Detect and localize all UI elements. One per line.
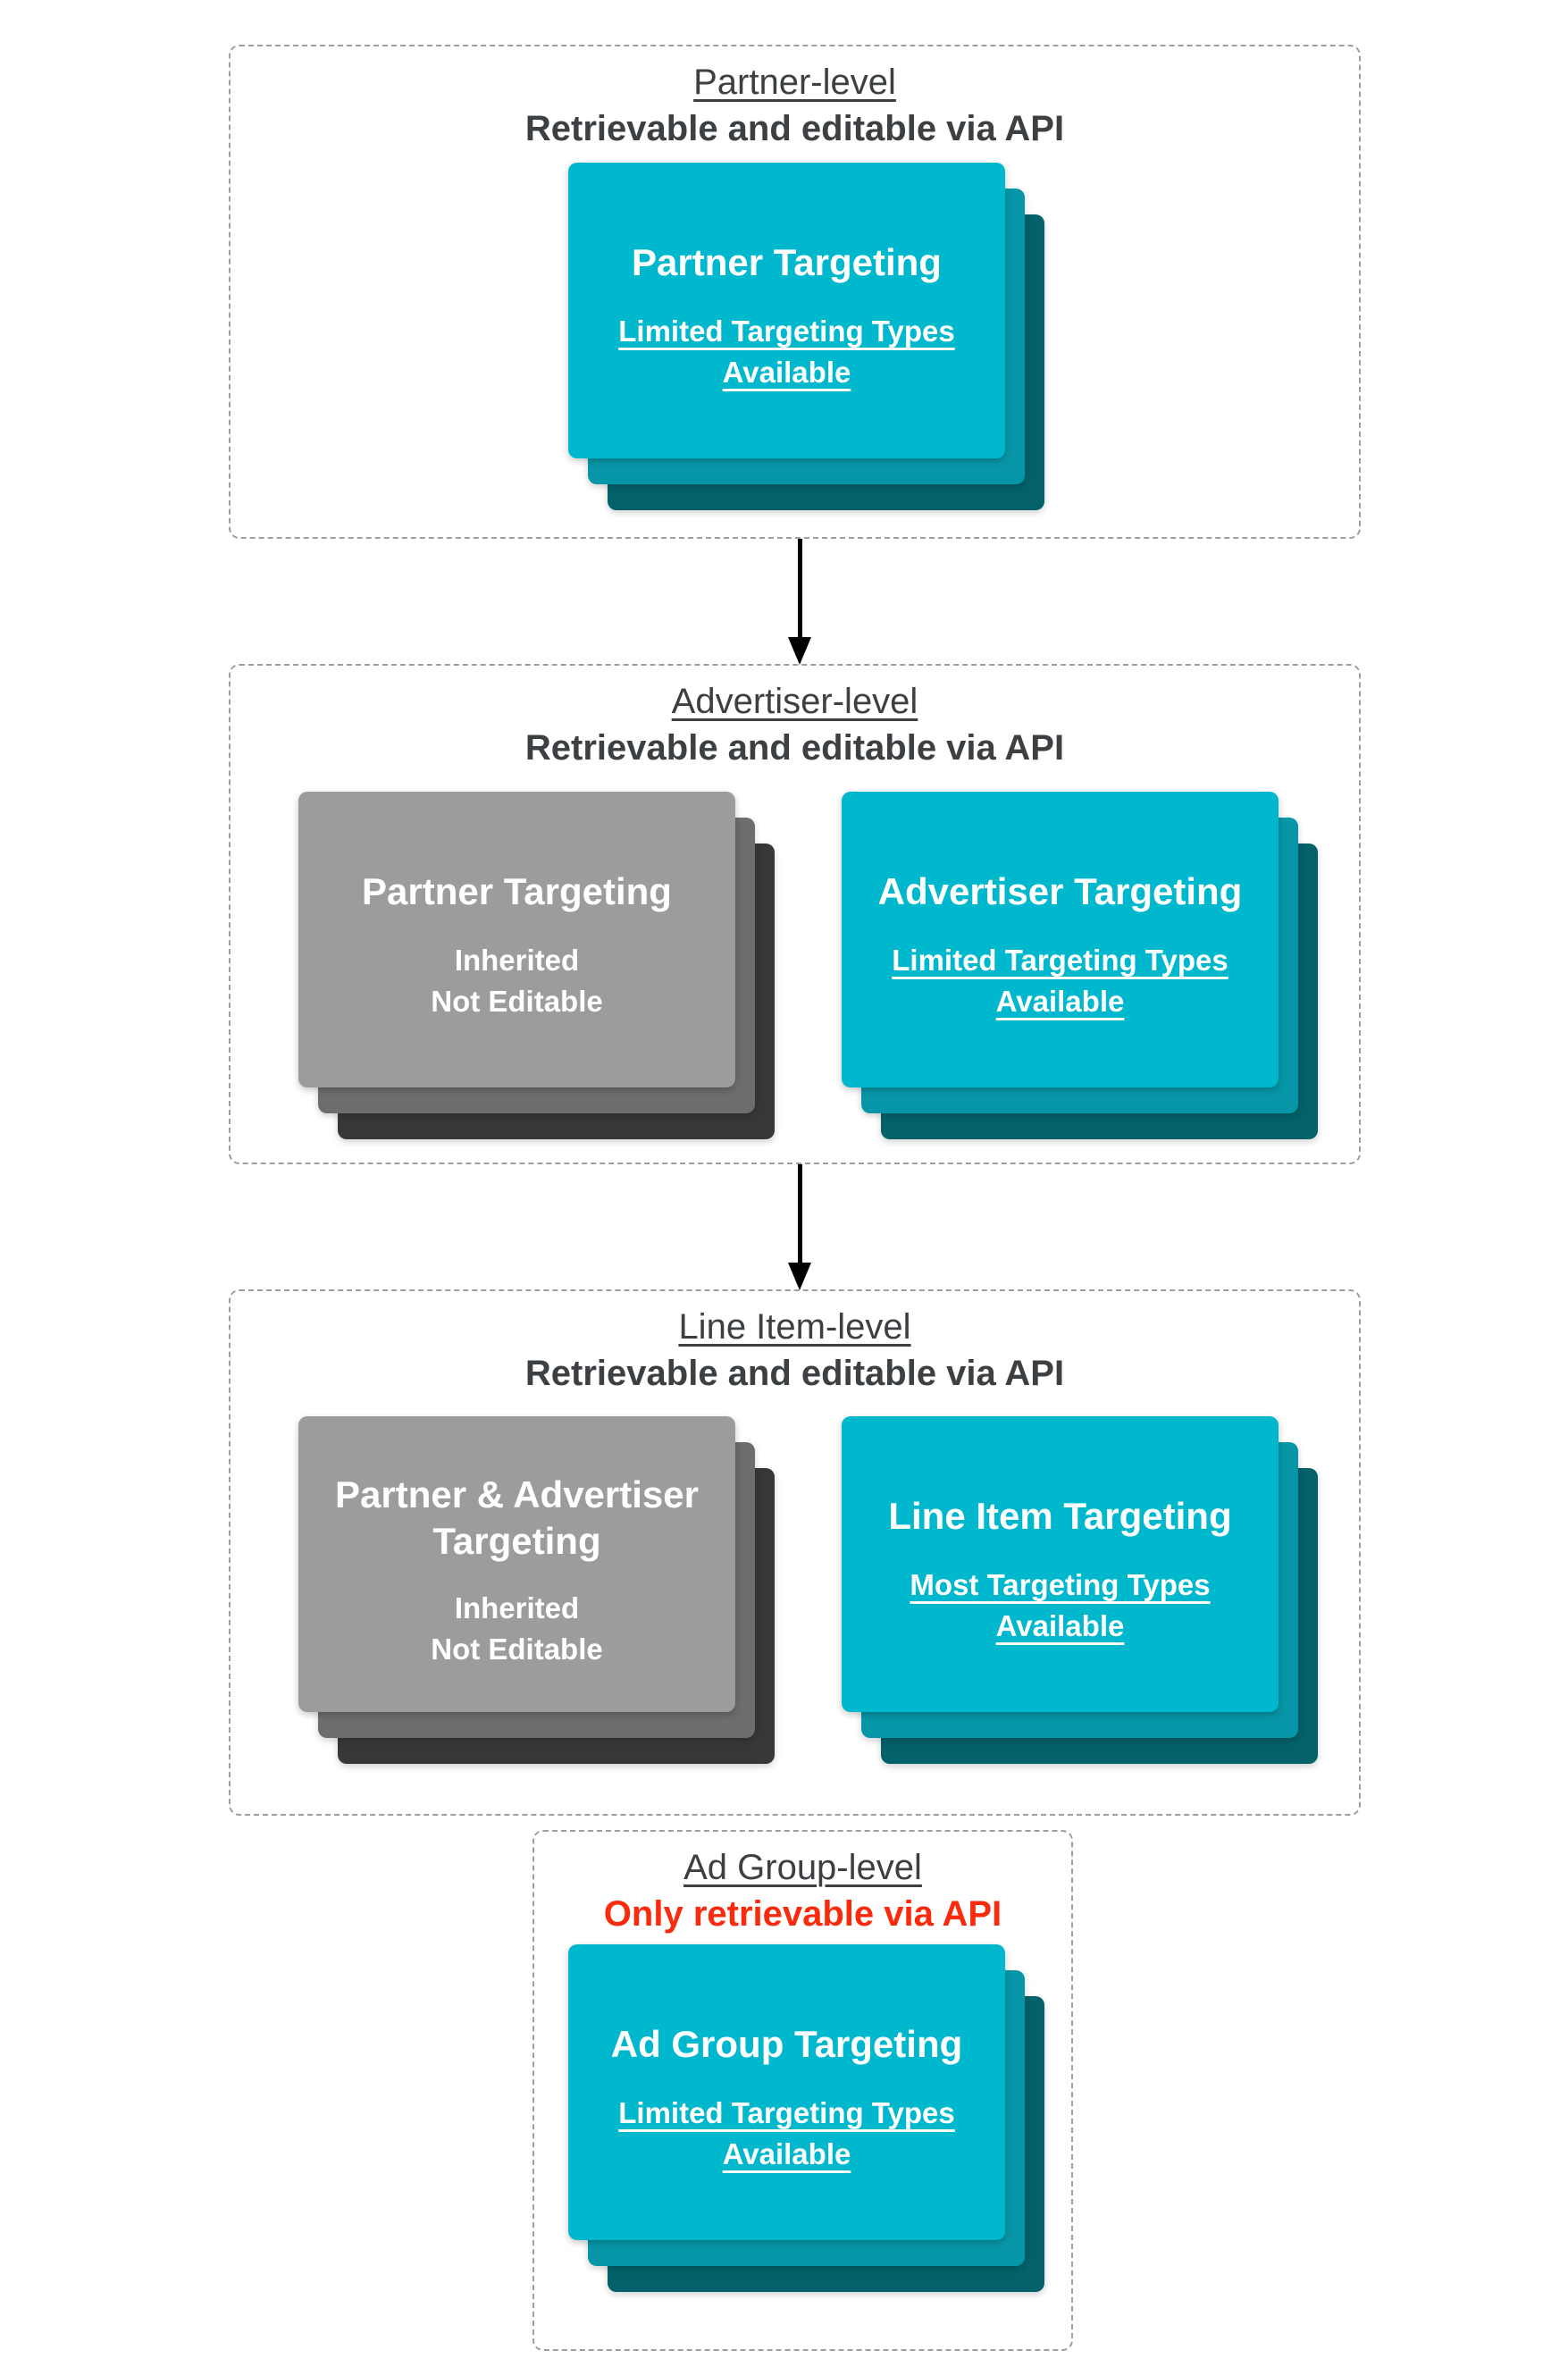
- section-title: Partner-level: [693, 63, 896, 102]
- arrow-head: [788, 637, 811, 665]
- card-title: Ad Group Targeting: [568, 2021, 1005, 2068]
- arrow-line: [797, 539, 802, 639]
- advertiser-level-section: Advertiser-level Retrievable and editabl…: [229, 664, 1361, 1164]
- card-stack: Line Item Targeting Most Targeting Types…: [842, 1416, 1318, 1764]
- arrow-head: [788, 1263, 811, 1290]
- card-subtitle: Most Targeting Types Available: [842, 1565, 1279, 1647]
- card-title-line: Line Item Targeting: [888, 1495, 1232, 1537]
- card-subtitle-line: Most Targeting Types: [910, 1568, 1211, 1601]
- section-subtitle: Retrievable and editable via API: [524, 109, 1065, 148]
- partner-targeting-card: Partner Targeting Limited Targeting Type…: [568, 163, 1005, 458]
- card-subtitle-line: Available: [995, 985, 1125, 1018]
- card-stack: Partner & Advertiser Targeting Inherited…: [298, 1416, 775, 1764]
- card-subtitle-line: Inherited: [454, 1591, 580, 1624]
- card-title: Partner & Advertiser Targeting: [298, 1472, 735, 1565]
- inherited-partner-advertiser-targeting-card: Partner & Advertiser Targeting Inherited…: [298, 1416, 735, 1712]
- card-title: Partner Targeting: [568, 239, 1005, 286]
- arrow-line: [797, 1164, 802, 1264]
- card-title: Line Item Targeting: [842, 1493, 1279, 1540]
- partner-level-section: Partner-level Retrievable and editable v…: [229, 45, 1361, 539]
- card-subtitle: Inherited Not Editable: [298, 940, 735, 1022]
- line-item-level-section: Line Item-level Retrievable and editable…: [229, 1289, 1361, 1816]
- section-subtitle: Retrievable and editable via API: [524, 728, 1065, 768]
- card-subtitle-line: Limited Targeting Types: [892, 944, 1228, 977]
- card-title-line: Targeting: [432, 1520, 601, 1562]
- card-stack: Partner Targeting Inherited Not Editable: [298, 792, 775, 1139]
- card-subtitle-line: Not Editable: [431, 985, 603, 1018]
- card-subtitle: Inherited Not Editable: [298, 1588, 735, 1670]
- section-subtitle: Retrievable and editable via API: [524, 1354, 1065, 1393]
- section-title: Line Item-level: [678, 1307, 911, 1347]
- card-subtitle: Limited Targeting Types Available: [842, 940, 1279, 1022]
- ad-group-level-section: Ad Group-level Only retrievable via API …: [532, 1830, 1073, 2351]
- card-title-line: Partner & Advertiser: [335, 1473, 699, 1515]
- card-subtitle-line: Limited Targeting Types: [618, 315, 955, 348]
- card-subtitle-line: Available: [722, 2137, 851, 2170]
- line-item-targeting-card: Line Item Targeting Most Targeting Types…: [842, 1416, 1279, 1712]
- section-subtitle: Only retrievable via API: [603, 1894, 1002, 1934]
- card-stack: Ad Group Targeting Limited Targeting Typ…: [568, 1944, 1044, 2292]
- card-title-line: Partner Targeting: [362, 870, 672, 912]
- card-subtitle-line: Limited Targeting Types: [618, 2096, 955, 2129]
- card-subtitle-line: Available: [722, 356, 851, 389]
- advertiser-targeting-card: Advertiser Targeting Limited Targeting T…: [842, 792, 1279, 1087]
- section-title: Ad Group-level: [683, 1848, 922, 1887]
- card-title: Advertiser Targeting: [842, 869, 1279, 915]
- ad-group-targeting-card: Ad Group Targeting Limited Targeting Typ…: [568, 1944, 1005, 2240]
- card-title-line: Ad Group Targeting: [610, 2023, 963, 2065]
- section-title: Advertiser-level: [671, 682, 918, 721]
- card-subtitle-line: Inherited: [454, 944, 580, 977]
- card-subtitle: Limited Targeting Types Available: [568, 311, 1005, 393]
- card-subtitle: Limited Targeting Types Available: [568, 2093, 1005, 2175]
- card-title: Partner Targeting: [298, 869, 735, 915]
- card-stack: Advertiser Targeting Limited Targeting T…: [842, 792, 1318, 1139]
- card-stack: Partner Targeting Limited Targeting Type…: [568, 163, 1044, 510]
- card-subtitle-line: Not Editable: [431, 1633, 603, 1666]
- card-subtitle-line: Available: [995, 1609, 1125, 1642]
- card-title-line: Advertiser Targeting: [877, 870, 1243, 912]
- card-title-line: Partner Targeting: [632, 241, 942, 283]
- inherited-partner-targeting-card: Partner Targeting Inherited Not Editable: [298, 792, 735, 1087]
